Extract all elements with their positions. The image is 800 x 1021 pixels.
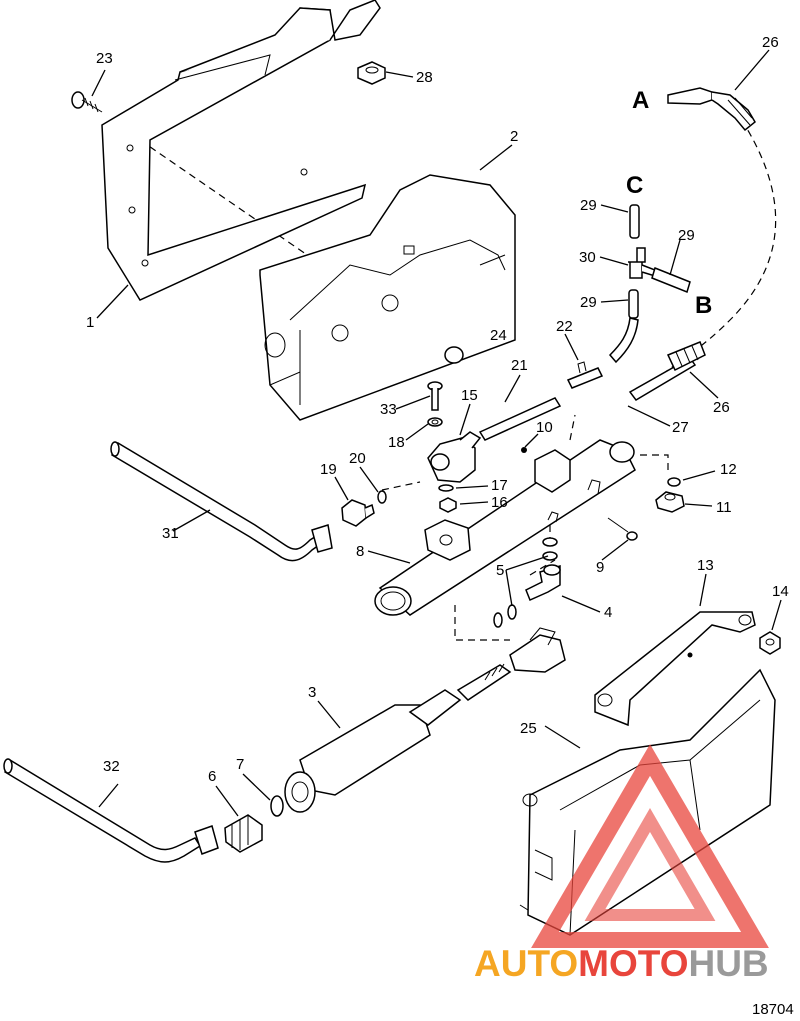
svg-text:AUTOMOTOHUB: AUTOMOTOHUB [474, 943, 769, 984]
callout-26-lower: 26 [713, 399, 730, 416]
part-31-fuel-line-upper [110, 441, 333, 562]
callout-9: 9 [596, 559, 604, 576]
callout-labels: 1 2 3 4 5 5 6 7 8 9 10 11 12 13 14 15 16… [86, 34, 794, 1018]
part-6-fitting [224, 814, 263, 853]
callout-24: 24 [490, 327, 507, 344]
part-9-screw [607, 517, 638, 541]
callout-15: 15 [461, 387, 478, 404]
callout-29-lower: 29 [580, 294, 597, 311]
callout-30: 30 [579, 249, 596, 266]
callout-33: 33 [380, 401, 397, 418]
part-29-hose-c [629, 204, 640, 239]
callout-25: 25 [520, 720, 537, 737]
part-20-o-ring [377, 490, 387, 504]
part-17-o-ring [438, 484, 454, 492]
part-28-nut [357, 61, 386, 85]
part-29-hose-b [651, 266, 691, 294]
callout-20: 20 [349, 450, 366, 467]
callout-14: 14 [772, 583, 789, 600]
part-10-plug [521, 447, 527, 453]
part-8-fuel-rail [374, 439, 636, 616]
callout-8: 8 [356, 543, 364, 560]
callout-18: 18 [388, 434, 405, 451]
part-26-hose-upper-fitting [667, 87, 756, 132]
part-14-nut [759, 631, 781, 655]
callout-1: 1 [86, 314, 94, 331]
callout-leaders [91, 49, 782, 817]
callout-11: 11 [716, 499, 732, 516]
callout-32: 32 [103, 758, 120, 775]
callout-27: 27 [672, 419, 689, 436]
part-15-regulator [427, 431, 482, 483]
connection-letter-a: A [632, 87, 649, 114]
watermark-logo-icon [531, 744, 769, 948]
part-19-fitting [341, 499, 375, 527]
callout-26-upper: 26 [762, 34, 779, 51]
callout-29-right: 29 [678, 227, 695, 244]
callout-6: 6 [208, 768, 216, 785]
callout-3: 3 [308, 684, 316, 701]
part-5-o-ring-lower [493, 604, 517, 628]
callout-16: 16 [491, 494, 508, 511]
part-21-rod [478, 397, 562, 441]
callout-13: 13 [697, 557, 714, 574]
part-32-fuel-line-lower [3, 758, 219, 863]
part-24-plug [444, 346, 464, 364]
part-33-bolt [427, 381, 443, 411]
callout-17: 17 [491, 477, 508, 494]
part-12-o-ring [667, 477, 681, 487]
callout-2: 2 [510, 128, 518, 145]
callout-7: 7 [236, 756, 244, 773]
part-18-washer [427, 417, 443, 427]
connection-letter-c: C [626, 172, 643, 199]
part-30-tee-fitting [628, 247, 656, 279]
callout-12: 12 [720, 461, 737, 478]
part-11-fitting [655, 491, 685, 513]
watermark-text: AUTOMOTOHUB [474, 943, 769, 984]
part-13-bracket [594, 611, 756, 727]
part-5-o-ring-upper [542, 537, 558, 561]
callout-28: 28 [416, 69, 433, 86]
part-26-hose-lower-fitting [628, 341, 706, 401]
part-4-elbow-fitting [525, 564, 561, 602]
watermark-moto: MOTO [578, 943, 688, 984]
part-7-o-ring [270, 795, 284, 817]
callout-31: 31 [162, 525, 179, 542]
watermark-hub: HUB [688, 943, 768, 984]
part-23-screw [71, 91, 103, 113]
part-1-mounting-bracket [101, 0, 381, 301]
callout-29-top: 29 [580, 197, 597, 214]
part-16-nut [439, 497, 457, 513]
callout-22: 22 [556, 318, 573, 335]
callout-19: 19 [320, 461, 337, 478]
callout-21: 21 [511, 357, 528, 374]
part-22-valve [566, 361, 604, 389]
connection-letter-b: B [695, 292, 712, 319]
watermark-auto: AUTO [474, 943, 578, 984]
figure-number: 18704 [752, 1001, 794, 1018]
part-29-hose-lower [608, 289, 639, 364]
part-3-fuel-pump [284, 627, 566, 813]
callout-4: 4 [604, 604, 612, 621]
callout-5-a: 5 [496, 562, 504, 579]
callout-23: 23 [96, 50, 113, 67]
callout-10: 10 [536, 419, 553, 436]
